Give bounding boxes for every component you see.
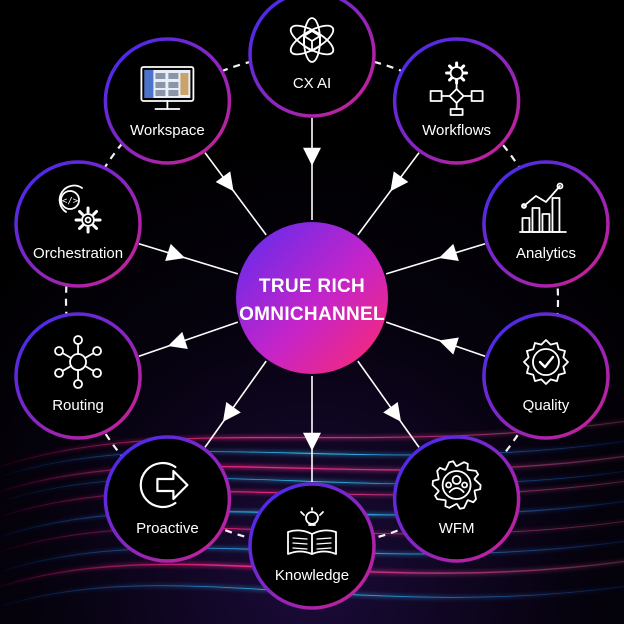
light-streak-core [0,470,624,503]
monitor-tile [155,72,166,79]
arrowhead-quality [438,337,459,355]
node-ring [482,312,610,440]
node-workflows: Workflows [392,37,521,165]
monitor-tile [168,72,179,79]
monitor-icon [140,66,195,110]
quality-badge-icon [523,339,569,385]
arrowhead-workspace [215,171,234,192]
connector-orchestration [138,242,239,275]
code-glyph: </> [62,196,79,206]
hub-title-line-1: TRUE RICH [259,276,365,297]
light-streak-core [0,440,624,478]
monitor-tile [168,89,179,96]
arrowhead-knowledge [303,432,321,451]
node-label-orchestration: Orchestration [33,245,123,262]
node-quality: Quality [482,312,610,440]
node-orchestration: </> Orchestration [14,160,142,288]
node-wfm: WFM [392,435,521,563]
code-gear-icon: </> [58,184,102,234]
connector-workflows [357,152,420,236]
connector-routing [138,321,239,357]
ai-orbit-icon [289,17,335,63]
node-routing: Routing [14,312,142,440]
node-label-wfm: WFM [439,520,475,537]
arrowhead-routing [167,331,188,350]
node-knowledge: Knowledge [248,482,376,610]
people-gear-icon [431,460,482,510]
node-ring [248,0,376,118]
light-streak-core [0,480,624,518]
book-bulb-icon [287,507,337,555]
hub-title-line-2: OMNICHANNEL [239,304,385,325]
node-label-proactive: Proactive [136,520,199,537]
connector-analytics [385,242,486,275]
arrowhead-analytics [438,243,459,261]
connector-quality [385,321,486,357]
hub-circle [236,222,388,374]
monitor-tile [155,81,166,88]
connector-wfm [357,360,420,448]
arrowhead-cx-ai [303,147,321,166]
workflow-gear-icon [429,61,484,116]
node-label-workflows: Workflows [422,122,491,139]
node-label-workspace: Workspace [130,122,205,139]
connector-proactive [204,360,267,448]
node-label-quality: Quality [523,397,570,414]
arrowhead-proactive [222,401,241,422]
node-analytics: Analytics [482,160,610,288]
node-label-analytics: Analytics [516,245,576,262]
arrowhead-workflows [390,171,409,192]
connector-workspace [204,152,267,236]
node-workspace: Workspace [103,37,232,165]
light-streak-core [0,455,624,493]
connectors [138,118,486,482]
node-ring [103,435,232,563]
monitor-panel [180,72,189,95]
network-hub-icon [54,335,102,389]
bar-chart-icon [519,182,567,233]
node-label-knowledge: Knowledge [275,567,349,584]
hub: TRUE RICH OMNICHANNEL [236,222,388,374]
node-label-routing: Routing [52,397,104,414]
arrowhead-orchestration [165,243,186,261]
monitor-sidebar [144,69,154,98]
node-ring [482,160,610,288]
arrowhead-wfm [383,401,402,422]
arrow-right-icon [139,462,189,509]
node-cx-ai: CX AI [248,0,376,118]
node-ring [14,160,142,288]
monitor-tile [168,81,179,88]
node-proactive: Proactive [103,435,232,563]
node-ring [392,37,521,165]
node-label-cx-ai: CX AI [293,75,331,92]
monitor-tile [155,89,166,96]
